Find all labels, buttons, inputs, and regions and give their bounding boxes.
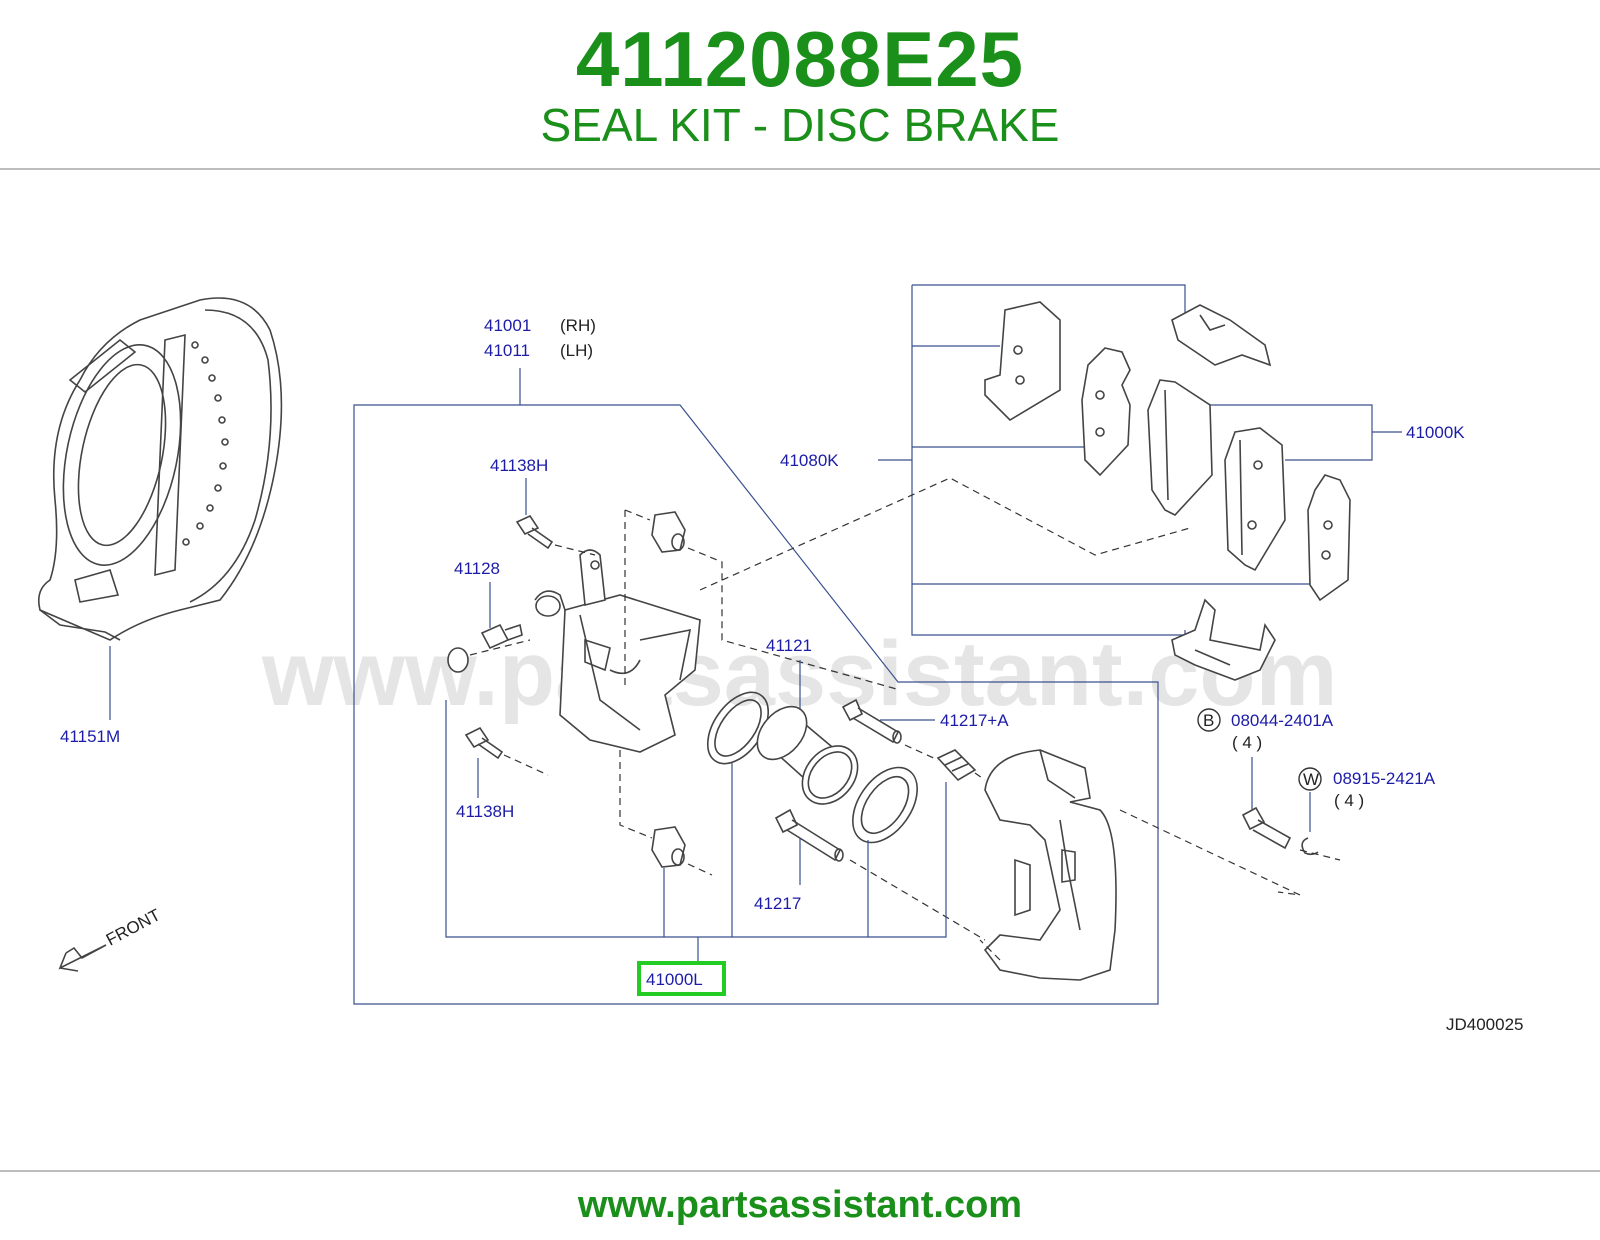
dust-shield-drawing <box>37 297 283 641</box>
dash-pads <box>699 477 1191 591</box>
footer-divider <box>0 1170 1600 1172</box>
pad-bracket-top <box>912 284 1186 315</box>
label-41000k[interactable]: 41000K <box>1406 423 1465 442</box>
dash-bracket-left <box>979 939 1001 961</box>
dash-boot-bottom-b <box>687 863 713 876</box>
washer-marker: W <box>1298 767 1322 791</box>
part-number: 4112088E25 <box>575 15 1025 103</box>
pad-shim-inner-drawing <box>1081 347 1131 477</box>
front-label: FRONT <box>103 905 164 949</box>
brake-pad-inner-drawing <box>1224 427 1286 572</box>
piston-41121-drawing <box>756 705 859 805</box>
dash-boot-bottom <box>619 750 653 839</box>
label-41138h-top[interactable]: 41138H <box>490 456 548 475</box>
dash-boot-top-a <box>624 509 651 521</box>
brake-pad-outer-drawing <box>1147 379 1213 516</box>
bolt-41138h-top-drawing <box>515 514 554 550</box>
label-41080k[interactable]: 41080K <box>780 451 839 470</box>
label-41001[interactable]: 41001 <box>484 316 531 335</box>
bolt-08044-drawing <box>1241 806 1292 850</box>
washer-marker-letter: W <box>1303 770 1319 789</box>
washer-08915-drawing <box>1301 837 1319 856</box>
label-41121[interactable]: 41121 <box>766 636 812 655</box>
pad-clip-top-drawing <box>1171 304 1272 367</box>
torque-member-drawing <box>983 749 1117 981</box>
label-41128[interactable]: 41128 <box>454 559 500 578</box>
label-41011-side: (LH) <box>560 341 593 360</box>
dash-bolt-bottom <box>503 754 549 776</box>
bolt-marker-letter: B <box>1203 711 1214 730</box>
seal-kit-bracket <box>445 700 947 938</box>
label-washer-part[interactable]: 08915-2421A <box>1333 769 1436 788</box>
dash-pin-a <box>904 744 939 761</box>
label-bolt-qty: ( 4 ) <box>1232 733 1262 752</box>
boot-top-drawing <box>651 511 686 553</box>
label-41000l[interactable]: 41000L <box>646 970 703 989</box>
label-41217a[interactable]: 41217+A <box>940 711 1009 730</box>
label-41151m[interactable]: 41151M <box>60 727 120 746</box>
label-41011[interactable]: 41011 <box>484 341 530 360</box>
front-arrow-icon <box>58 944 107 972</box>
highlight-41000l <box>637 961 726 996</box>
pad-clip-bottom-drawing <box>1171 598 1276 681</box>
label-bolt-part[interactable]: 08044-2401A <box>1231 711 1334 730</box>
pad-shim-rear-drawing <box>1307 474 1351 602</box>
header-divider <box>0 168 1600 170</box>
part-title: SEAL KIT - DISC BRAKE <box>540 99 1060 151</box>
parts-diagram: www.partsassistant.com 41151M 41001 (RH)… <box>37 284 1524 1034</box>
assembly-bracket-outline <box>353 404 1159 1005</box>
label-washer-qty: ( 4 ) <box>1334 791 1364 810</box>
bolt-41138h-bottom-drawing <box>464 726 504 760</box>
dash-pin-b <box>974 772 986 781</box>
pin-bushing-drawing <box>936 749 977 782</box>
caliper-body-drawing <box>534 549 701 753</box>
shield-holes <box>182 341 229 546</box>
dash-bracket-right <box>1119 809 1301 896</box>
bleeder-41128-drawing <box>447 623 523 673</box>
dash-pin-41217 <box>849 859 986 941</box>
dash-washer <box>1299 849 1341 861</box>
dash-boot-top-c <box>687 547 901 691</box>
slide-pin-41217-drawing <box>774 808 844 862</box>
footer-url[interactable]: www.partsassistant.com <box>577 1184 1023 1226</box>
boot-bottom-drawing <box>651 826 686 868</box>
diagram-code: JD400025 <box>1446 1015 1524 1034</box>
pad-shim-outer-drawing <box>984 301 1061 422</box>
dash-bolt-top <box>554 544 596 556</box>
bolt-marker: B <box>1197 708 1221 732</box>
dash-bleeder <box>469 639 531 656</box>
label-41001-side: (RH) <box>560 316 596 335</box>
label-41217[interactable]: 41217 <box>754 894 801 913</box>
label-41138h-bottom[interactable]: 41138H <box>456 802 514 821</box>
piston-boot-ring-drawing <box>852 766 918 844</box>
slide-pin-41217a-drawing <box>841 698 902 744</box>
page-header: 4112088E25 SEAL KIT - DISC BRAKE <box>0 0 1600 168</box>
